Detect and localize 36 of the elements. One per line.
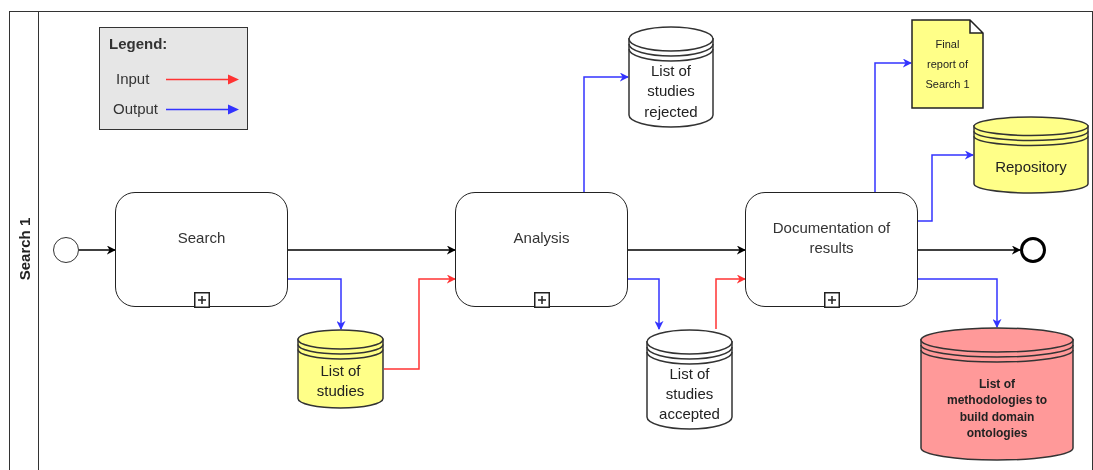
- data-store-cylinder: [920, 327, 1074, 460]
- data-store-cylinder: [646, 329, 733, 429]
- arrow: [287, 278, 346, 330]
- data-store-label: List of studies: [315, 360, 366, 401]
- data-store-cylinder: [297, 329, 384, 408]
- legend-label: Input: [116, 70, 150, 88]
- subprocess-box: [115, 192, 288, 307]
- arrow: [383, 274, 456, 370]
- subprocess-box: [745, 192, 918, 307]
- document-label: Final report of Search 1: [925, 37, 970, 92]
- task-label: Analysis: [512, 227, 571, 248]
- arrow: [583, 72, 629, 193]
- arrow: [627, 245, 746, 255]
- document-shape: [911, 19, 984, 109]
- data-store-label: List of studies rejected: [643, 61, 699, 122]
- pool-label: Search 1: [15, 217, 33, 281]
- data-store-cylinder: [973, 116, 1089, 193]
- arrow: [917, 278, 1002, 328]
- data-store-label: Repository: [994, 156, 1068, 177]
- start-event-circle: [53, 237, 79, 263]
- task-label: Documentation of results: [771, 217, 892, 258]
- data-store-label: List of methodologies to build domain ontologies: [946, 376, 1048, 441]
- arrow: [287, 245, 456, 255]
- legend-label: Output: [113, 100, 159, 118]
- arrow: [874, 58, 912, 193]
- end-event-circle: [1020, 237, 1046, 263]
- data-store-label: List of studies accepted: [658, 363, 721, 425]
- arrow: [917, 150, 974, 222]
- arrow: [917, 245, 1021, 255]
- arrow: [715, 274, 746, 330]
- arrow: [627, 278, 664, 330]
- task-label: Search: [176, 227, 227, 248]
- data-store-cylinder: [628, 26, 714, 127]
- legend-title: Legend:: [109, 35, 168, 52]
- subprocess-box: [455, 192, 628, 307]
- arrow: [78, 245, 116, 255]
